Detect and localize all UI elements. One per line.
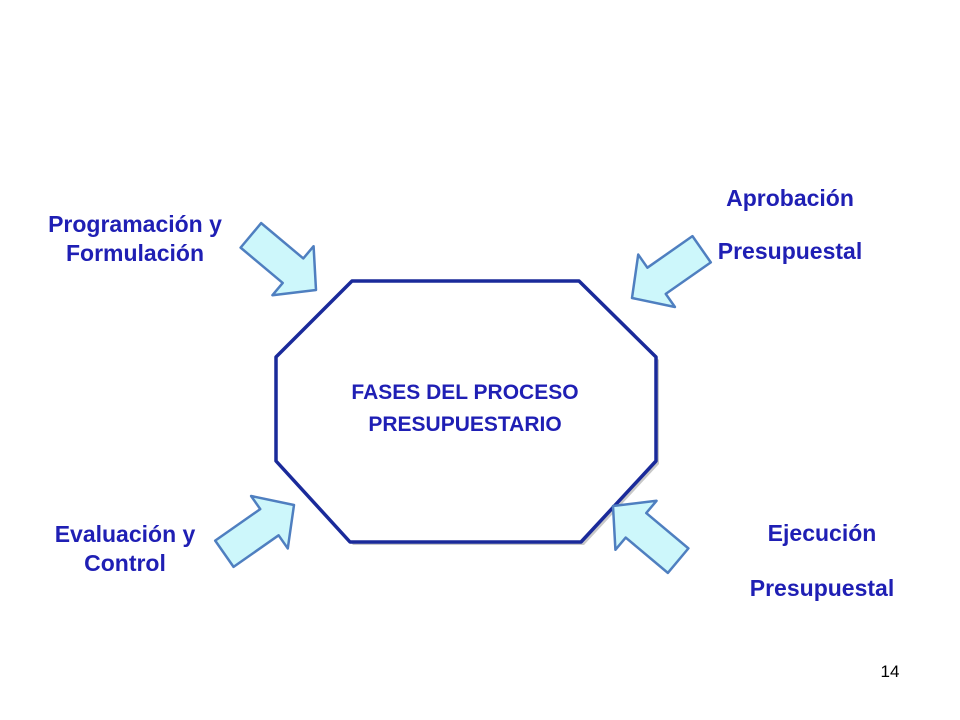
- phase-bottom-right-line2: Presupuestal: [749, 575, 895, 602]
- arrow-top-left: [239, 221, 318, 297]
- central-octagon: [274, 279, 658, 544]
- phase-label-bottom-right: Ejecución Presupuestal: [722, 506, 922, 616]
- phase-top-right-line1: Aprobación: [726, 185, 854, 211]
- phase-bottom-left-line1: Evaluación y: [54, 521, 196, 547]
- center-title-line1: FASES DEL PROCESO: [351, 381, 579, 404]
- phase-top-left-line1: Programación y: [48, 211, 222, 237]
- phase-label-top-right: Aprobación Presupuestal: [690, 172, 890, 278]
- center-title: FASES DEL PROCESO PRESUPUESTARIO: [300, 377, 630, 440]
- phase-label-top-left: Programación y Formulación: [30, 210, 240, 268]
- arrow-bottom-left: [213, 494, 296, 569]
- arrow-bottom-right: [611, 499, 690, 575]
- phase-top-right-line2: Presupuestal: [717, 237, 863, 264]
- phase-bottom-left-line2: Control: [84, 549, 166, 576]
- arrow-top-right: [630, 234, 713, 309]
- phase-top-left-line2: Formulación: [65, 239, 204, 266]
- phase-bottom-right-line1: Ejecución: [767, 520, 877, 546]
- center-title-line2: PRESUPUESTARIO: [368, 412, 562, 436]
- phase-label-bottom-left: Evaluación y Control: [30, 520, 220, 578]
- page-number: 14: [880, 662, 900, 681]
